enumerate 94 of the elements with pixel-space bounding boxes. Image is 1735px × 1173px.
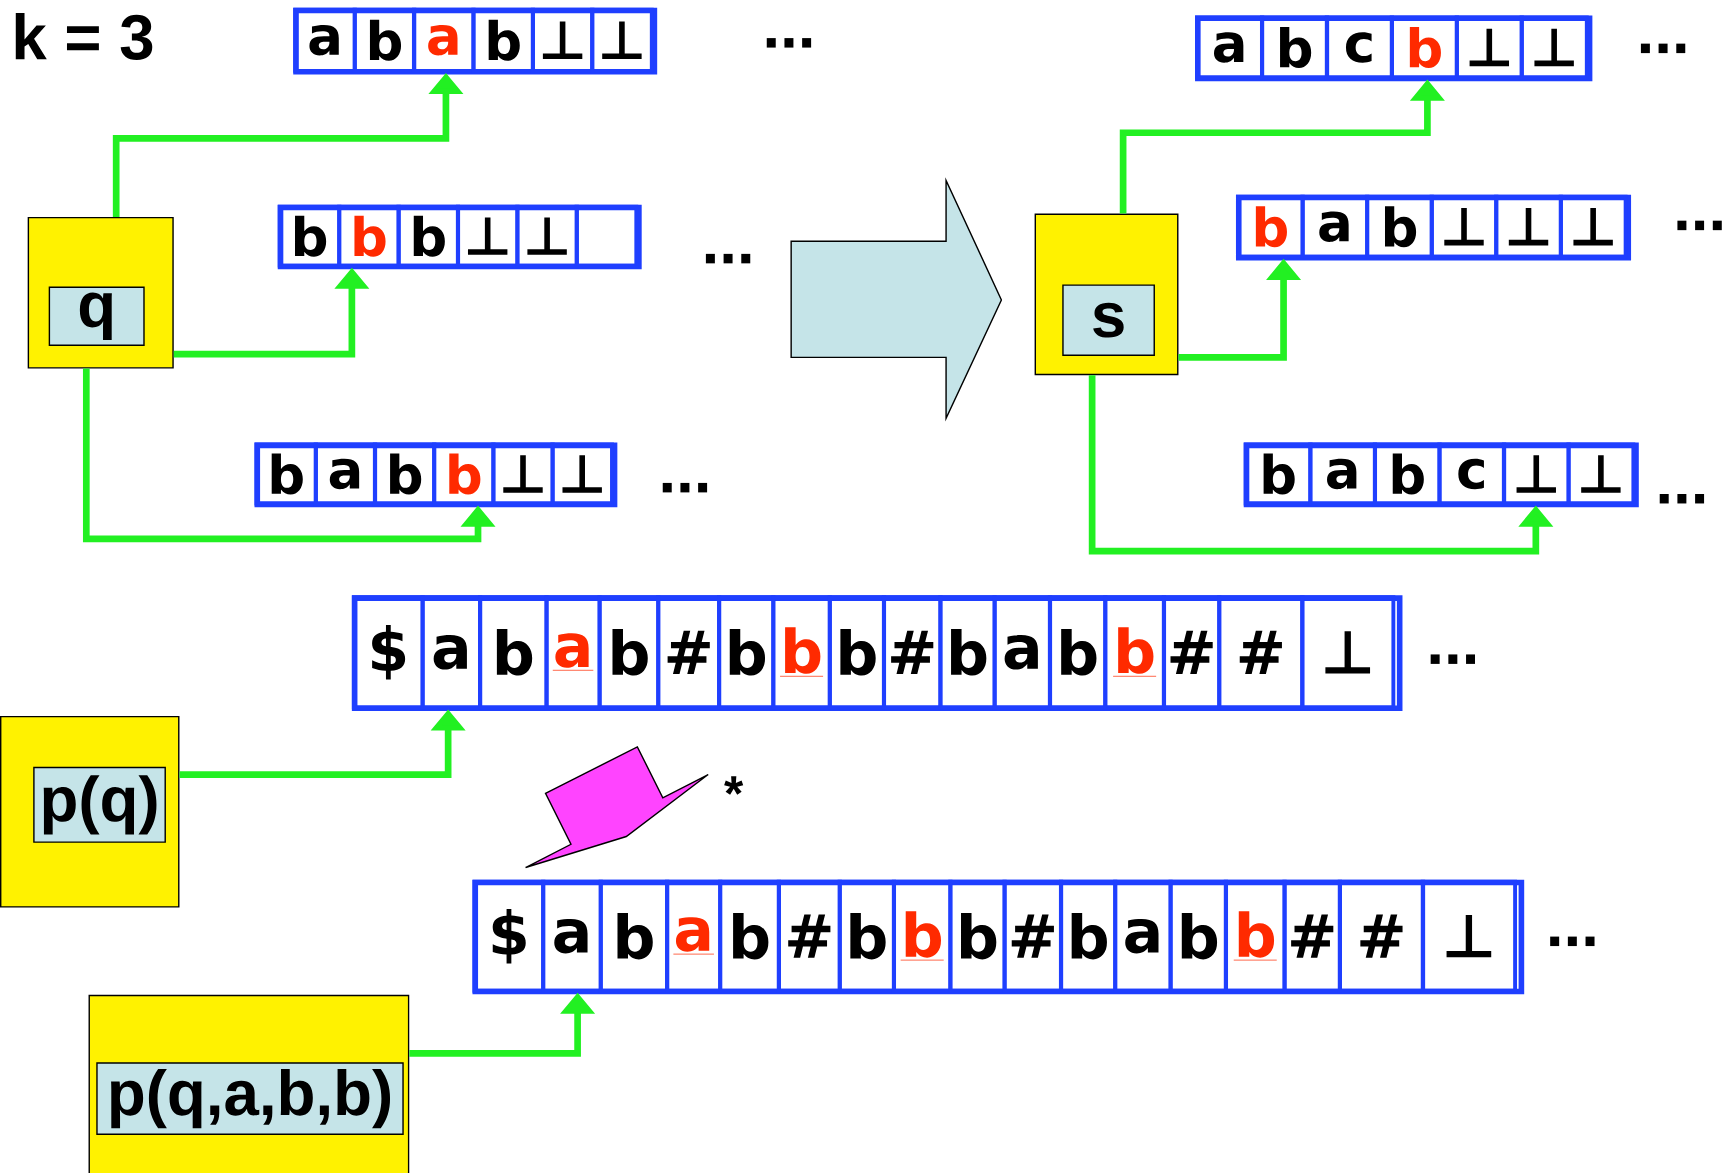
tape-cell: a — [665, 879, 723, 993]
tape-cell: b — [432, 442, 496, 506]
tape — [1195, 15, 1593, 82]
tape-cell: b — [827, 595, 887, 710]
tape-cell: b — [337, 204, 401, 268]
tape — [351, 595, 1403, 712]
tape-cell: ⊥ — [1501, 442, 1571, 506]
tape-cell: ⊥ — [1566, 442, 1636, 506]
state-label: s — [1062, 284, 1155, 356]
tape-cell: b — [1223, 879, 1287, 993]
ellipsis: ... — [705, 253, 751, 264]
tape-cell: a — [293, 7, 357, 73]
tape-cell: # — [881, 595, 943, 710]
tape-cell: a — [544, 595, 602, 710]
tape-cell: $ — [472, 879, 546, 993]
tape-cell: # — [1337, 879, 1426, 993]
tape-cell: b — [471, 7, 535, 73]
tape-cell: ⊥ — [550, 442, 614, 506]
tape-cell: b — [1365, 194, 1434, 259]
tape-cell: b — [396, 204, 461, 268]
tape-cell: b — [718, 879, 781, 993]
tape-cell: a — [1195, 15, 1265, 80]
tape-cell: b — [891, 879, 953, 993]
ellipsis: ... — [1677, 220, 1722, 231]
block-arrow — [524, 746, 709, 869]
ellipsis: ... — [1659, 494, 1705, 504]
tape-cell: ⊥ — [590, 7, 654, 73]
tape-cell: # — [776, 879, 842, 993]
tape-cell: a — [992, 595, 1053, 710]
tape-cell: a — [420, 595, 483, 710]
tape-cell: ⊥ — [491, 442, 555, 506]
tape — [293, 7, 658, 75]
tape-cell: b — [1236, 194, 1305, 259]
tape-cell: b — [948, 879, 1007, 993]
tape — [277, 204, 642, 270]
tape-cell: b — [1058, 879, 1118, 993]
tape-cell: b — [254, 442, 318, 506]
ellipsis: ... — [1430, 654, 1475, 664]
tape-cell: b — [1389, 15, 1459, 80]
tape-cell: # — [1161, 595, 1222, 710]
tape — [1243, 442, 1639, 508]
tape-cell: # — [1002, 879, 1064, 993]
ellipsis: ... — [662, 482, 708, 493]
tape-cell: a — [1113, 879, 1173, 993]
tape-cell: ⊥ — [1300, 595, 1396, 710]
tape-cell: ⊥ — [1519, 15, 1589, 80]
tape-cell: ⊥ — [1429, 194, 1499, 259]
tape-cell: ⊥ — [530, 7, 595, 73]
tape-cell: ⊥ — [1454, 15, 1524, 80]
tape-cell: ⊥ — [1558, 194, 1628, 259]
tape-cell: a — [411, 7, 476, 73]
tape-cell: ⊥ — [1420, 879, 1518, 993]
tape-cell: b — [1243, 442, 1313, 506]
tape-cell — [574, 204, 639, 268]
block-arrow — [790, 177, 1003, 422]
tape-cell: b — [771, 595, 832, 710]
tape-cell: # — [1217, 595, 1305, 710]
state-label: q — [48, 286, 145, 346]
tape-cell: c — [1324, 15, 1394, 80]
tape-cell: b — [277, 204, 342, 268]
ellipsis: ... — [1640, 43, 1686, 54]
tape-cell: b — [1103, 595, 1167, 710]
tape-cell: b — [478, 595, 549, 710]
tape-cell: b — [837, 879, 896, 993]
ellipsis: ... — [1550, 936, 1595, 947]
tape-cell: b — [717, 595, 776, 710]
tape-cell: b — [1168, 879, 1229, 993]
tape-cell: a — [541, 879, 603, 993]
tape — [472, 879, 1525, 995]
tape-cell: a — [1308, 442, 1378, 506]
tape-cell: ⊥ — [455, 204, 520, 268]
tape-cell: $ — [351, 595, 425, 710]
tape — [254, 442, 618, 508]
tape-cell: b — [1372, 442, 1442, 506]
tape-cell: # — [1282, 879, 1342, 993]
tape-cell: b — [938, 595, 997, 710]
tape-cell: a — [313, 442, 378, 506]
tape-cell: b — [598, 879, 670, 993]
tape-cell: b — [1260, 15, 1330, 80]
tape-cell: ⊥ — [1494, 194, 1563, 259]
tape-cell: b — [352, 7, 417, 73]
label: * — [724, 776, 744, 795]
state-label: p(q,a,b,b) — [96, 1062, 404, 1135]
tape-cell: c — [1437, 442, 1507, 506]
tape-cell: a — [1300, 194, 1370, 259]
tape-cell: b — [1047, 595, 1108, 710]
ellipsis: ... — [766, 38, 812, 48]
tape-cell: b — [372, 442, 437, 506]
tape — [1236, 194, 1632, 261]
tape-cell: ⊥ — [515, 204, 579, 268]
label: k = 3 — [15, 13, 153, 60]
tape-cell: # — [656, 595, 722, 710]
state-label: p(q) — [33, 766, 166, 843]
tape-cell: b — [597, 595, 661, 710]
